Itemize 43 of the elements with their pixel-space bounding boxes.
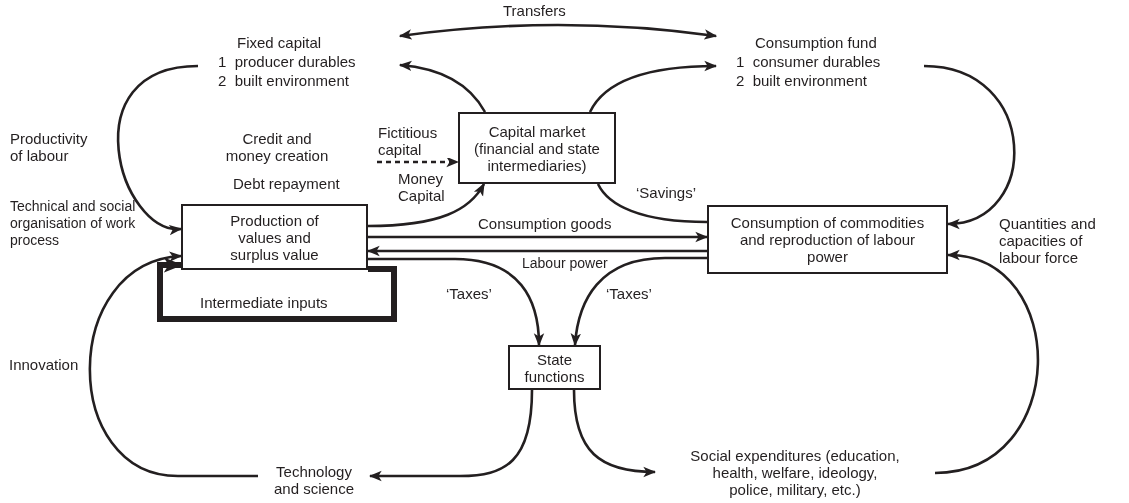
arrow [368,231,709,243]
arrow [368,389,534,482]
arrow [398,23,718,40]
process-box [508,345,601,390]
edge-label: Intermediate inputs [200,294,328,311]
list-item: 2 built environment [218,70,350,90]
annotation-text: Quantities and capacities of labour force [999,215,1097,266]
node-label: Technology and science [272,463,356,497]
arrow [571,256,707,347]
box-label: Production of values and surplus value [229,211,320,263]
connector-line [596,183,708,224]
process-box [707,205,948,274]
arrow [157,257,397,322]
list-item: 2 built environment [736,70,868,90]
annotation-text: Credit and money creation [224,130,330,164]
arrow [398,61,487,113]
process-box [458,112,616,184]
process-box [181,204,368,270]
arrow [934,251,1040,475]
node-label: Social expenditures (education, health, welfare, ideology, police, military, etc.) [689,446,901,498]
arrow [923,64,1016,228]
box-label: Capital market (financial and state intermediaries) [473,122,601,174]
arrow [572,389,657,477]
edge-label: ‘Savings’ [636,184,697,201]
arrow [117,64,199,233]
annotation-text: Debt repayment [233,175,340,192]
node-heading: Consumption fund [754,32,878,52]
arrow [588,61,718,113]
arrow [368,257,544,347]
arrow [367,182,486,228]
edge-label: Labour power [522,255,608,272]
edge-label: Consumption goods [478,215,612,232]
list-item: 1 producer durables [218,51,357,71]
node-heading: Fixed capital [236,32,323,52]
box-label: Consumption of commodities and reproduction of labour power [729,214,926,265]
annotation-text: Technical and social organisation of work process [10,198,136,249]
arrow [88,253,258,478]
annotation-text: Productivity of labour [10,130,89,164]
dashed-arrow [377,156,460,168]
list-item: 1 consumer durables [736,51,882,71]
edge-label: Transfers [503,2,566,19]
annotation-text: Innovation [9,356,79,373]
box-label: State functions [523,350,586,385]
